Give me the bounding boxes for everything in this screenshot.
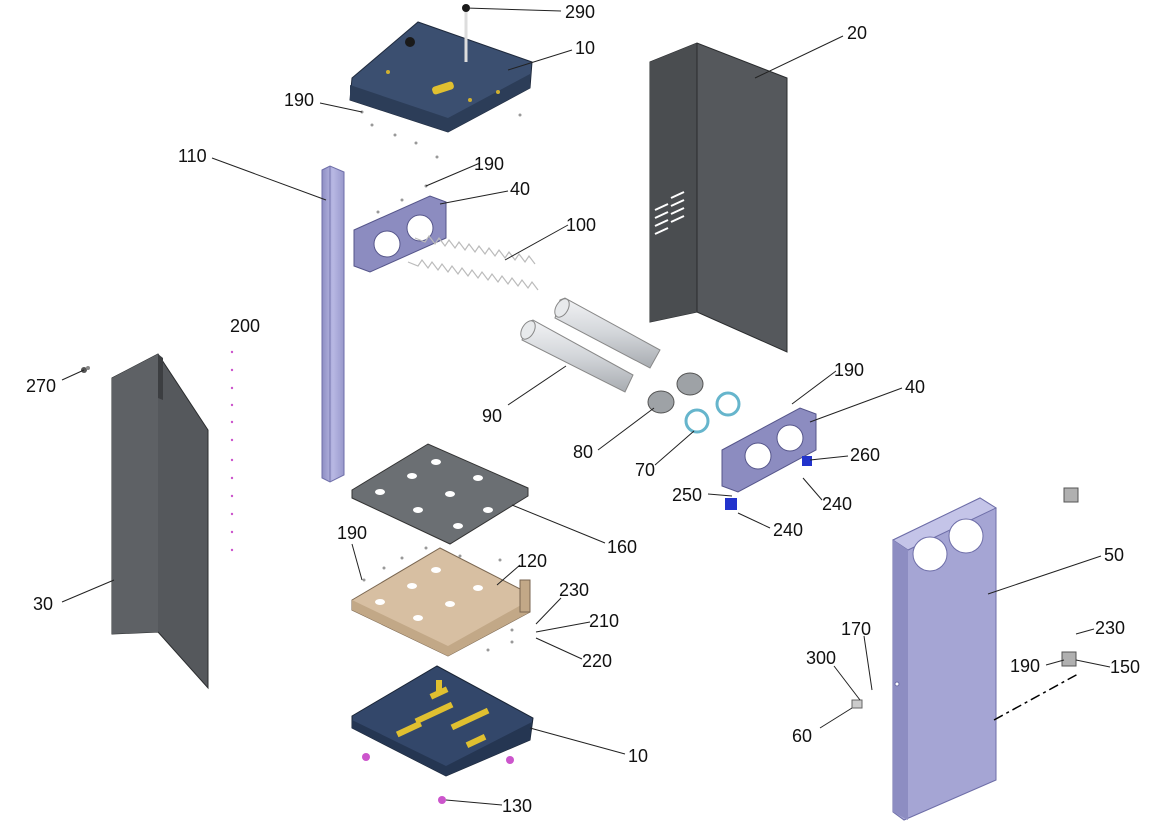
label-30: 30: [33, 594, 53, 614]
label-130: 130: [502, 796, 532, 816]
label-290: 290: [565, 2, 595, 22]
base-tray-part: [351, 547, 531, 657]
small-parts-210-230: [486, 628, 514, 652]
label-190-b: 190: [474, 154, 504, 174]
bottom-base-part: [351, 665, 534, 777]
label-170: 170: [841, 619, 871, 639]
label-250: 250: [672, 485, 702, 505]
label-70: 70: [635, 460, 655, 480]
label-10-top: 10: [575, 38, 595, 58]
label-20: 20: [847, 23, 867, 43]
vertical-column-part: [321, 165, 345, 483]
label-240-b: 240: [773, 520, 803, 540]
tube-part: [520, 297, 661, 393]
label-90: 90: [482, 406, 502, 426]
label-150: 150: [1110, 657, 1140, 677]
label-240-a: 240: [822, 494, 852, 514]
label-40-b: 40: [905, 377, 925, 397]
coil-elements-part: [407, 234, 539, 291]
bracket-blue-part: [725, 456, 812, 510]
fan-bracket-upper-part: [353, 195, 447, 273]
fan-motor-part: [647, 372, 704, 414]
label-40-a: 40: [510, 179, 530, 199]
side-panel-part: [111, 353, 209, 690]
screws-190-tray: [362, 546, 502, 582]
label-260: 260: [850, 445, 880, 465]
label-160: 160: [607, 537, 637, 557]
label-220: 220: [582, 651, 612, 671]
label-210: 210: [589, 611, 619, 631]
label-10-bottom: 10: [628, 746, 648, 766]
fan-ring-part: [684, 391, 741, 434]
leader-lines: [61, 7, 1111, 806]
foot-130-part: [362, 753, 514, 804]
top-cover-part: [349, 4, 533, 133]
part-150-230: [1061, 487, 1079, 667]
label-300: 300: [806, 648, 836, 668]
label-120: 120: [517, 551, 547, 571]
screws-200: [230, 350, 234, 552]
label-200: 200: [230, 316, 260, 336]
label-190-c: 190: [834, 360, 864, 380]
label-190-a: 190: [284, 90, 314, 110]
label-230-b: 230: [1095, 618, 1125, 638]
assembly-axis-line: [993, 673, 1079, 721]
label-270: 270: [26, 376, 56, 396]
screws-190-top: [360, 110, 522, 159]
label-190-d: 190: [337, 523, 367, 543]
label-80: 80: [573, 442, 593, 462]
label-190-e: 190: [1010, 656, 1040, 676]
back-panel-part: [649, 42, 788, 353]
label-50: 50: [1104, 545, 1124, 565]
grey-plate-part: [351, 443, 529, 545]
label-230-a: 230: [559, 580, 589, 600]
front-panel-part: [891, 497, 998, 821]
part-labels: 290 10 190 20 110 190 40 100 200 270 90 …: [26, 2, 1140, 816]
fan-bracket-lower-part: [721, 407, 817, 493]
label-60: 60: [792, 726, 812, 746]
part-60-300: [851, 699, 863, 709]
label-110: 110: [178, 146, 207, 166]
label-100: 100: [566, 215, 596, 235]
